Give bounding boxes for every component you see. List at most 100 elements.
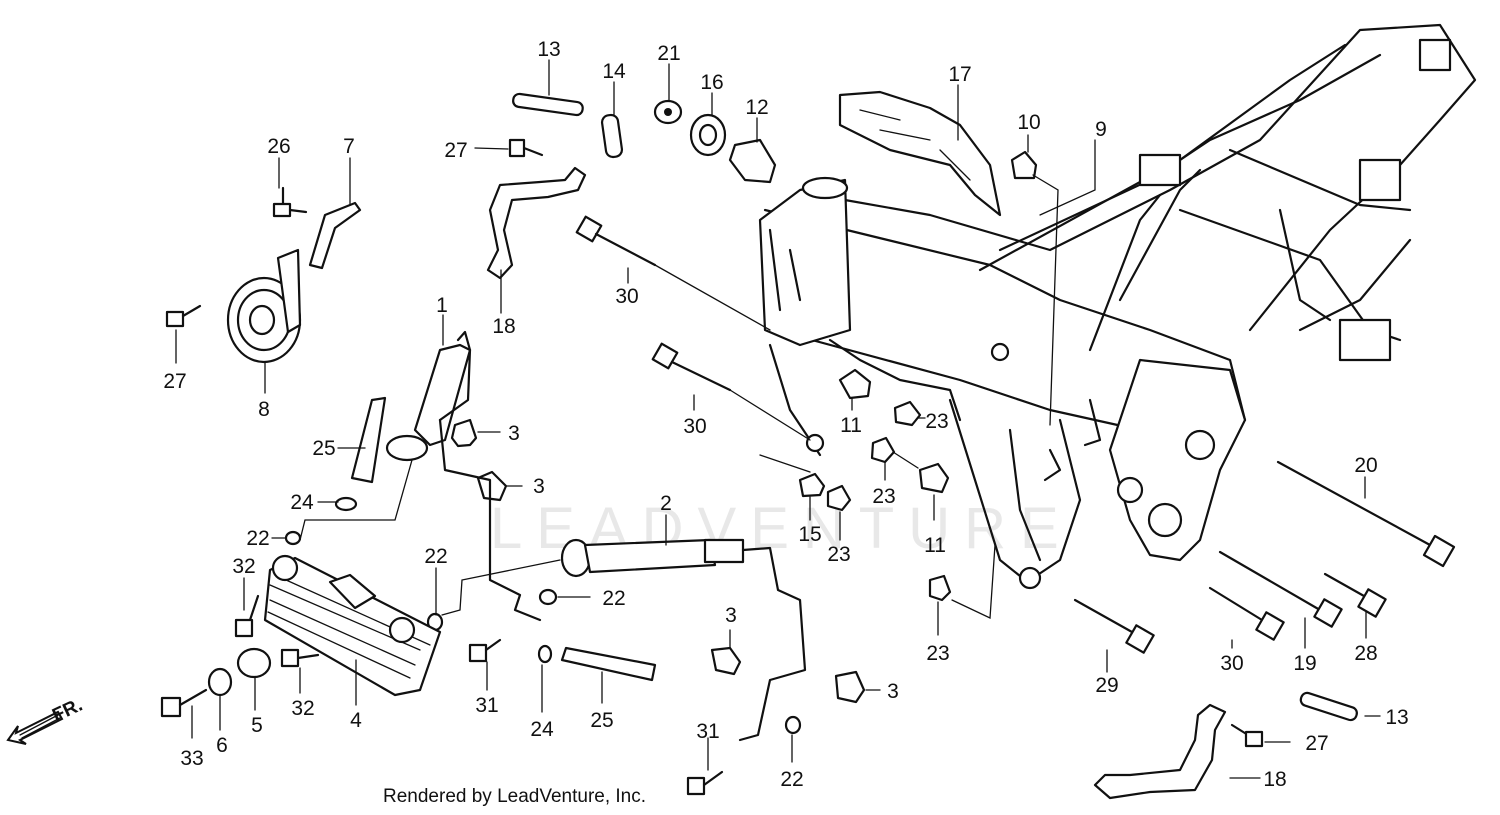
callout-30-upper: 30 — [615, 285, 638, 308]
callout-19: 19 — [1293, 652, 1316, 675]
callout-16: 16 — [700, 71, 723, 94]
bolt-part-27-top — [474, 138, 544, 158]
bolt-part-30-middle — [651, 342, 811, 441]
hose-part-25-upper — [350, 396, 387, 484]
callout-18-top: 18 — [492, 315, 515, 338]
callout-33: 33 — [180, 747, 203, 770]
callout-3-a: 3 — [508, 422, 520, 445]
callout-23-a: 23 — [925, 410, 948, 433]
callout-2: 2 — [660, 492, 672, 515]
collar-part-15 — [798, 472, 826, 498]
callout-26: 26 — [267, 135, 290, 158]
credit-text: Rendered by LeadVenture, Inc. — [383, 786, 647, 807]
callout-20: 20 — [1354, 454, 1377, 477]
callout-30-lower: 30 — [1220, 652, 1243, 675]
callout-22-d: 22 — [780, 768, 803, 791]
callout-23-b: 23 — [872, 485, 895, 508]
collar-part-12 — [728, 138, 777, 184]
bolt-part-28 — [1323, 572, 1387, 618]
callout-25-upper: 25 — [312, 437, 335, 460]
callout-5: 5 — [251, 714, 263, 737]
grommet-part-10 — [1010, 150, 1038, 180]
collar-part-11-upper — [838, 368, 872, 400]
bolt-part-30-lower — [1208, 586, 1285, 641]
callout-11-lower: 11 — [924, 534, 946, 557]
bolt-part-32-upper — [234, 594, 260, 638]
bolt-part-30-upper — [575, 215, 771, 331]
callout-23-c: 23 — [827, 543, 850, 566]
callout-28: 28 — [1354, 642, 1377, 665]
washer-part-6 — [207, 667, 233, 697]
bolt-part-27-bottom — [1230, 723, 1264, 748]
nut-part-23-b — [870, 436, 896, 464]
callout-3-b: 3 — [533, 475, 545, 498]
callout-32-upper: 32 — [232, 555, 255, 578]
o-ring-part-24-upper — [334, 496, 358, 512]
nut-part-23-c — [826, 484, 852, 512]
callout-22-b: 22 — [424, 545, 447, 568]
washer-part-22-c — [538, 588, 558, 606]
callout-14: 14 — [602, 60, 626, 83]
callout-12: 12 — [745, 96, 768, 119]
nut-part-23-d — [928, 574, 952, 602]
grommet-part-5 — [236, 647, 272, 679]
callout-22-c: 22 — [602, 587, 625, 610]
callout-6: 6 — [216, 734, 228, 757]
hose-part-25-lower — [560, 646, 657, 682]
pin-part-13-top — [512, 92, 584, 117]
callout-3-c: 3 — [725, 604, 737, 627]
bolt-part-19 — [1218, 550, 1343, 628]
callout-25-lower: 25 — [590, 709, 613, 732]
callout-24-upper: 24 — [290, 491, 314, 514]
grommet-part-3-d — [834, 670, 866, 704]
callout-27-bottom: 27 — [1305, 732, 1328, 755]
callout-30-middle: 30 — [683, 415, 706, 438]
callout-8: 8 — [258, 398, 270, 421]
callout-10: 10 — [1017, 111, 1040, 134]
bolt-part-27-left — [165, 304, 202, 328]
callout-23-d: 23 — [926, 642, 949, 665]
bracket-part-17 — [838, 90, 1002, 217]
leader-lines — [175, 59, 1381, 779]
callout-18-bottom: 18 — [1263, 768, 1286, 791]
bolt-part-33 — [160, 688, 208, 718]
bolt-part-20 — [1276, 460, 1456, 568]
callout-13-bottom: 13 — [1385, 706, 1408, 729]
oil-line-part-1 — [438, 418, 542, 622]
callout-13-top: 13 — [537, 38, 560, 61]
bolt-part-29 — [1073, 598, 1155, 654]
bolt-part-26 — [272, 186, 308, 218]
callout-22-a: 22 — [246, 527, 269, 550]
pin-part-13-bottom — [1299, 691, 1358, 722]
collar-part-11-lower — [918, 462, 950, 494]
bracket-part-18-top — [486, 166, 587, 280]
collar-part-14 — [600, 113, 624, 159]
callout-24-lower: 24 — [530, 718, 554, 741]
bolt-part-32-lower — [280, 648, 320, 668]
callout-21: 21 — [657, 42, 680, 65]
washer-part-22-a — [284, 530, 302, 546]
callout-32-lower: 32 — [291, 697, 314, 720]
callout-27-left: 27 — [163, 370, 186, 393]
grommet-part-3-b — [476, 470, 508, 502]
callout-31-lower: 31 — [696, 720, 719, 743]
callout-1: 1 — [436, 294, 448, 317]
grommet-part-3-c — [710, 646, 742, 676]
callout-17: 17 — [948, 63, 971, 86]
bolt-part-31-upper — [468, 638, 502, 663]
callout-4: 4 — [350, 709, 362, 732]
callout-15: 15 — [798, 523, 821, 546]
oil-cooler-part-4 — [263, 554, 442, 697]
hose-part-1 — [385, 330, 472, 462]
callout-31-upper: 31 — [475, 694, 498, 717]
nut-part-23-a — [893, 400, 922, 427]
callout-7: 7 — [343, 135, 355, 158]
callout-27-top: 27 — [444, 139, 467, 162]
bracket-part-7 — [308, 201, 362, 270]
o-ring-part-24-lower — [537, 644, 553, 664]
grommet-part-3-a — [450, 418, 478, 448]
hose-part-2 — [560, 538, 807, 742]
front-direction-arrow-icon — [6, 710, 64, 745]
horn-part-8 — [226, 248, 302, 364]
